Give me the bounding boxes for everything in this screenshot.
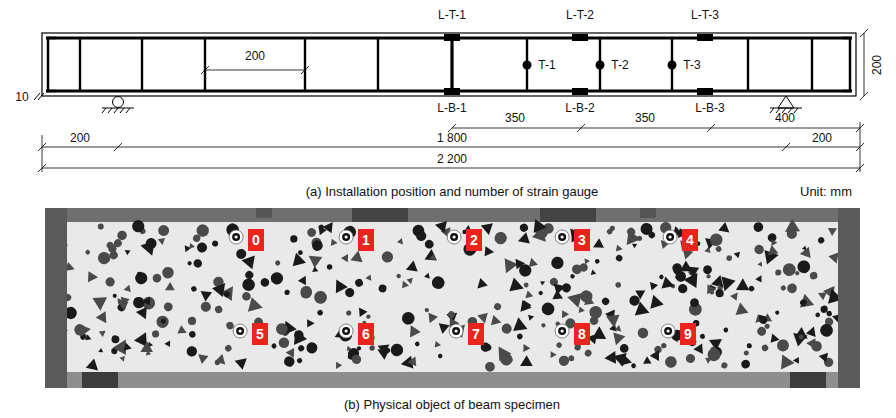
marker-tag: 3 [574, 229, 590, 251]
marker-tag: 1 [358, 229, 374, 251]
dimension-label: 200 [812, 131, 832, 145]
beam-photo [45, 208, 860, 388]
target-marker [555, 230, 569, 244]
target-marker [555, 324, 569, 338]
dimension-label: L-B-1 [437, 101, 466, 115]
caption-text: (a) Installation position and number of … [306, 184, 599, 199]
marker-tag: 6 [358, 323, 374, 345]
strain-gauge [444, 34, 713, 95]
target-marker [339, 324, 353, 338]
dimension-label: T-1 [538, 58, 555, 72]
marker-number: 3 [578, 232, 586, 248]
dimension-label: 200 [870, 55, 884, 75]
break-mark [34, 93, 44, 100]
dimension-label: L-B-3 [695, 101, 724, 115]
dimension-label: 2 200 [437, 152, 467, 166]
caption-text: (b) Physical object of beam specimen [344, 397, 560, 412]
dimension-label: 350 [635, 111, 655, 125]
marker-tag: 8 [574, 323, 590, 345]
marker-number: 8 [578, 326, 586, 342]
marker-number: 9 [684, 326, 692, 342]
marker-number: 0 [252, 232, 260, 248]
marker-tag: 2 [466, 229, 482, 251]
marker-tag: 9 [680, 323, 696, 345]
dimension-label: T-3 [683, 58, 700, 72]
marker-number: 4 [686, 232, 694, 248]
dimension-label: L-T-1 [438, 8, 466, 22]
marker-number: 7 [472, 326, 480, 342]
target-marker [339, 230, 353, 244]
target-marker [229, 230, 677, 338]
marker-tag: 4 [682, 229, 698, 251]
beam-elevation [42, 33, 856, 96]
target-marker [661, 324, 675, 338]
marker-tag: 5 [252, 323, 268, 345]
dimension-label: 1 800 [437, 131, 467, 145]
dimension-label: 200 [245, 49, 265, 63]
dimension-label: 350 [505, 111, 525, 125]
marker-tag: 7 [468, 323, 484, 345]
dimension-label: L-T-2 [566, 8, 594, 22]
dimension-label: 10 [15, 90, 28, 104]
target-marker [449, 324, 463, 338]
dimension-line [38, 29, 868, 172]
target-marker [447, 230, 461, 244]
dimension-label: T-2 [611, 58, 628, 72]
dimension-label: L-T-3 [691, 8, 719, 22]
marker-number: 6 [362, 326, 370, 342]
marker-number: 2 [470, 232, 478, 248]
target-marker [663, 230, 677, 244]
dimension-label: L-B-2 [565, 101, 594, 115]
marker-number: 5 [256, 326, 264, 342]
dimension-label: 400 [775, 111, 795, 125]
marker-tag: 0 [248, 229, 264, 251]
marker-number: 1 [362, 232, 370, 248]
dimension-label: 200 [70, 131, 90, 145]
caption-text: Unit: mm [800, 184, 852, 199]
target-marker [233, 324, 247, 338]
target-marker [229, 230, 243, 244]
